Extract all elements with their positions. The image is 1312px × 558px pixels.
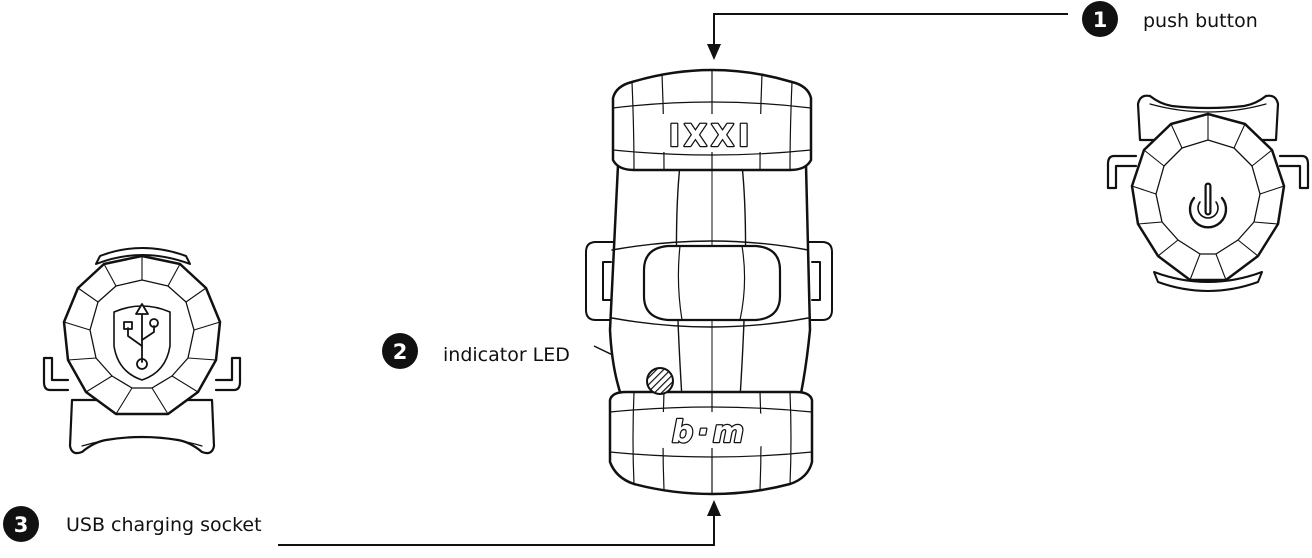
- badge-number-3: 3: [14, 513, 29, 537]
- badge-number-1: 1: [1093, 8, 1108, 32]
- side-clip-left: [585, 241, 618, 321]
- lens-contour-lines: [677, 245, 746, 321]
- front-view-hook-left: [1106, 154, 1138, 190]
- rear-view-hook-left: [42, 356, 70, 392]
- badge-number-2: 2: [393, 340, 408, 364]
- center-lens-window: [642, 244, 782, 322]
- top-logo-panel: [652, 114, 770, 152]
- label-indicator-led: indicator LED: [443, 344, 570, 366]
- rear-view-inner-ring: [89, 279, 195, 389]
- rear-view-hook-right: [214, 356, 242, 392]
- leader-line-push-button: [713, 13, 1068, 48]
- leader-line-usb-socket: [278, 514, 715, 546]
- device-top-view: IXXI b·m: [585, 68, 833, 496]
- rear-view-top-lip: [95, 247, 191, 265]
- label-push-button: push button: [1143, 10, 1258, 32]
- front-view-inner-ring: [1155, 139, 1261, 255]
- callout-usb-socket: 3 USB charging socket: [3, 500, 721, 546]
- arrow-down-icon: [707, 44, 721, 60]
- rear-view-facet-lines: [63, 255, 221, 415]
- usb-icon: [123, 303, 159, 370]
- top-logo: IXXI: [669, 119, 754, 154]
- label-usb-socket: USB charging socket: [66, 514, 262, 536]
- front-view-hook-right: [1278, 154, 1310, 190]
- number-badge-2: [382, 333, 418, 369]
- number-badge-3: [3, 506, 39, 542]
- arrow-up-icon: [707, 500, 721, 516]
- number-badge-1: [1082, 1, 1118, 37]
- device-rear-view: [42, 247, 242, 455]
- indicator-led: [646, 367, 674, 395]
- front-view-facet-lines: [1131, 113, 1285, 281]
- bottom-logo: b·m: [672, 415, 748, 450]
- device-front-view: [1106, 94, 1310, 292]
- side-clip-right: [806, 241, 833, 321]
- callout-indicator-led: 2 indicator LED: [382, 333, 651, 374]
- callout-push-button: 1 push button: [707, 1, 1258, 60]
- usb-socket-cover: [113, 305, 171, 381]
- bottom-logo-panel: [656, 412, 764, 448]
- power-icon: [1188, 182, 1228, 229]
